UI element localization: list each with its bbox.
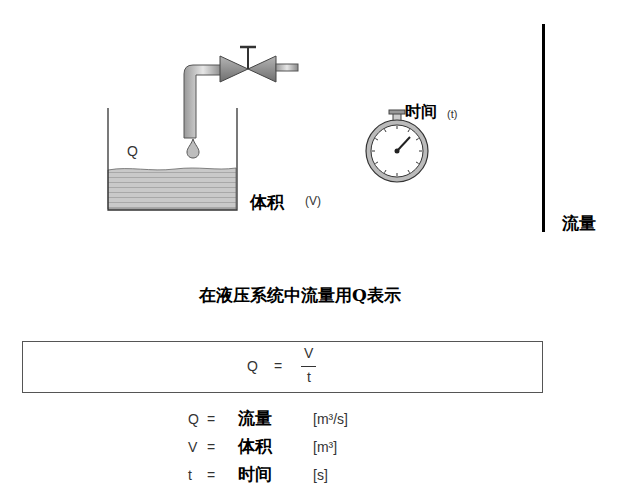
watch-tick — [397, 126, 398, 129]
watch-tick — [416, 162, 419, 164]
formula-lhs: Q — [247, 358, 258, 374]
drop — [187, 139, 199, 158]
table-unit: [m³/s] — [313, 411, 348, 427]
table-symbol: V — [188, 439, 197, 455]
table-symbol: t — [188, 467, 192, 483]
watch-tick — [419, 151, 422, 152]
valve — [248, 56, 276, 82]
watch-tick — [375, 139, 378, 141]
watch-tick — [397, 173, 398, 176]
table-equals: = — [207, 411, 215, 427]
time-symbol: (t) — [447, 108, 457, 121]
table-term: 流量 — [238, 409, 272, 429]
formula-numerator: V — [304, 345, 313, 361]
flow-symbol: Q — [127, 143, 138, 159]
table-unit: [m³] — [313, 439, 337, 455]
liquid — [108, 168, 236, 209]
time-label: 时间 — [405, 103, 437, 121]
watch-tick — [408, 129, 410, 132]
divider-bar — [542, 24, 545, 232]
watch-tick — [385, 170, 387, 173]
watch-tick — [416, 139, 419, 141]
title: 在液压系统中流量用Q表示 — [199, 286, 401, 306]
pipe — [184, 65, 222, 138]
table-symbol: Q — [188, 411, 199, 427]
flow-label: 流量 — [562, 214, 596, 234]
table-term: 体积 — [238, 437, 272, 457]
watch-tick — [385, 129, 387, 132]
formula-box: Q = Vt — [22, 341, 543, 393]
fraction-bar — [301, 366, 316, 367]
table-unit: [s] — [313, 467, 328, 483]
valve — [220, 56, 248, 82]
table-equals: = — [207, 467, 215, 483]
formula-equals: = — [274, 358, 282, 374]
valve-stem — [247, 48, 249, 69]
tank — [108, 108, 237, 210]
table-equals: = — [207, 439, 215, 455]
formula-denominator: t — [307, 369, 311, 385]
table-term: 时间 — [238, 465, 272, 485]
watch-tick — [372, 151, 375, 152]
valve-handle — [240, 46, 256, 49]
volume-symbol: (V) — [305, 195, 321, 209]
watch-tick — [408, 170, 410, 173]
outlet-pipe — [276, 64, 298, 71]
watch-tick — [375, 162, 378, 164]
volume-label: 体积 — [250, 193, 284, 213]
